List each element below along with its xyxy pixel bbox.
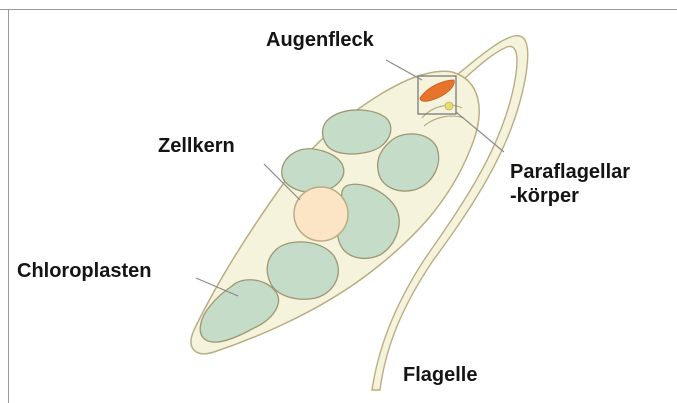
paraflagellar-label-line2: -körper xyxy=(510,185,579,207)
paraflagellar-body xyxy=(445,102,453,110)
paraflagellar-label-line1: Paraflagellar xyxy=(510,161,630,183)
nucleus-label: Zellkern xyxy=(158,135,235,157)
eyespot-label: Augenfleck xyxy=(266,29,374,51)
nucleus xyxy=(294,187,348,241)
chloroplast xyxy=(323,110,391,154)
chloroplast xyxy=(200,280,278,342)
eyespot-leader-line xyxy=(386,60,422,80)
chloroplast xyxy=(267,242,338,299)
chloroplasts-label: Chloroplasten xyxy=(17,260,151,282)
flagellum-label: Flagelle xyxy=(403,364,477,386)
